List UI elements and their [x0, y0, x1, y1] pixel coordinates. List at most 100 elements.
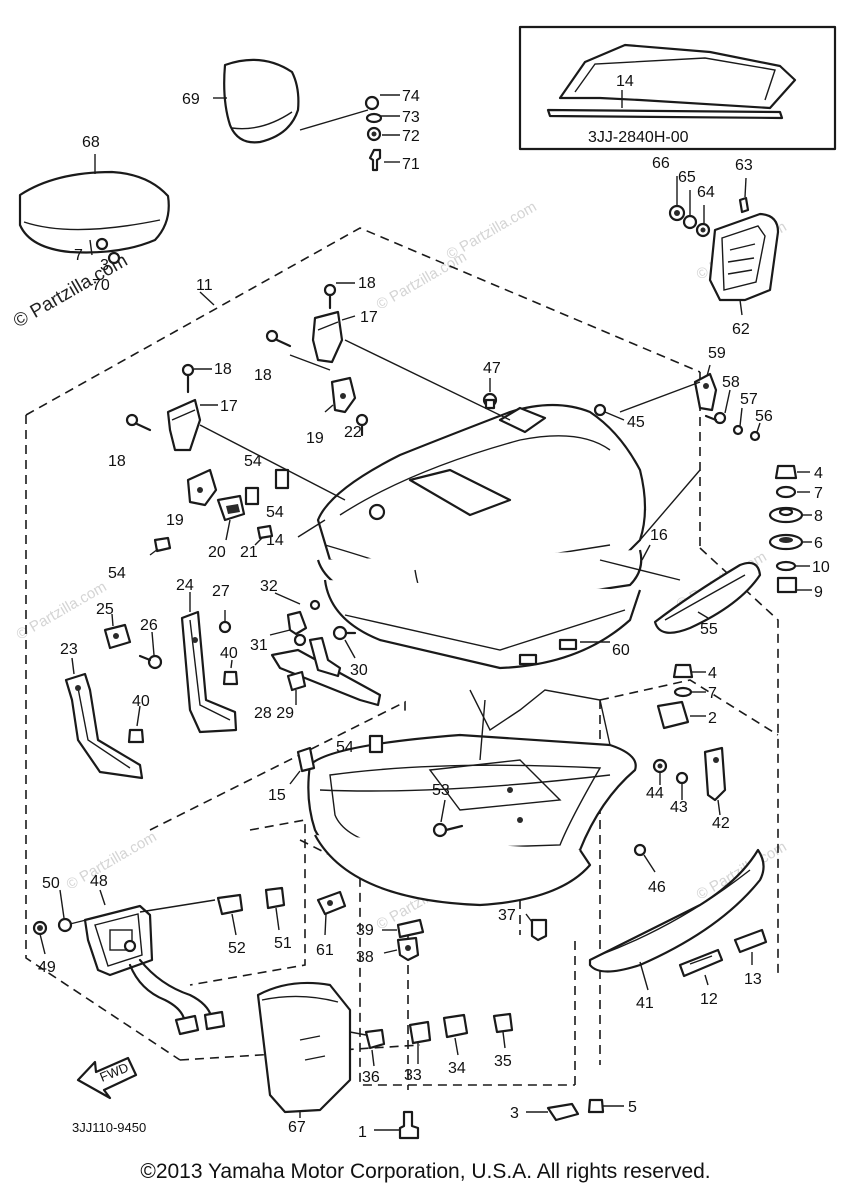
part-27-bolt: 27 [212, 583, 232, 634]
part-24-support-arm: 24 [176, 577, 238, 734]
callout-56: 56 [755, 408, 773, 425]
callout-62: 62 [732, 321, 750, 338]
parts-17-18-hinge-covers: 18 17 18 18 17 18 [108, 275, 378, 470]
callout-54: 54 [266, 504, 284, 521]
callout-18: 18 [254, 367, 272, 384]
callout-74: 74 [402, 88, 420, 105]
callout-37: 37 [498, 907, 516, 924]
parts-45-47-screws: 47 45 [482, 360, 645, 431]
callout-7: 7 [708, 685, 717, 702]
callout-20: 20 [208, 544, 226, 561]
part-60-lid-lower-rim: 60 [323, 579, 642, 670]
callout-72: 72 [402, 128, 420, 145]
parts-4-10-grommets: 4 7 8 6 10 9 [768, 464, 830, 601]
callout-23: 23 [60, 641, 78, 658]
part-67-cover: 67 [256, 981, 352, 1136]
callout-27: 27 [212, 583, 230, 600]
callout-25: 25 [96, 601, 114, 618]
callout-31: 31 [250, 637, 268, 654]
callout-40: 40 [220, 645, 238, 662]
copyright-notice: ©2013 Yamaha Motor Corporation, U.S.A. A… [140, 1160, 711, 1183]
callout-8: 8 [814, 508, 823, 525]
parts-33-36-latch-pins: 36 33 34 35 [349, 1012, 514, 1086]
callout-30: 30 [350, 662, 368, 679]
callout-64: 64 [697, 184, 715, 201]
callout-22: 22 [344, 424, 362, 441]
callout-61: 61 [316, 942, 334, 959]
parts-1-3-5-bottom-fasteners: 1 3 5 [358, 1098, 637, 1141]
callout-66: 66 [652, 155, 670, 172]
callout-10: 10 [812, 559, 830, 576]
part-54-clip-upper: 54 [336, 734, 384, 756]
callout-50: 50 [42, 875, 60, 892]
diagram-code: 3JJ110-9450 [72, 1120, 146, 1135]
parts-28-32-lock-lever: 32 31 30 28 29 [250, 578, 382, 722]
callout-7: 7 [74, 247, 83, 264]
parts-16-55-trim: 16 55 [641, 527, 762, 638]
parts-12-13-emblems: 12 13 [678, 928, 768, 1008]
inset-code: 3JJ-2840H-00 [588, 129, 689, 146]
callout-58: 58 [722, 374, 740, 391]
callout-24: 24 [176, 577, 194, 594]
callout-65: 65 [678, 169, 696, 186]
callout-11: 11 [196, 277, 213, 294]
parts-19-22-hinge-brackets: 19 22 19 [166, 376, 369, 529]
callout-67: 67 [288, 1119, 306, 1136]
part-61-plate: 61 [316, 890, 347, 959]
callout-9: 9 [814, 584, 823, 601]
callout-53: 53 [432, 782, 450, 799]
callout-59: 59 [708, 345, 726, 362]
callout-12: 12 [700, 991, 718, 1008]
parts-25-26-clamp: 25 26 [96, 601, 163, 670]
callout-1: 1 [358, 1124, 367, 1141]
parts-62-66-reflector: 66 65 64 63 62 [652, 155, 780, 338]
parts-38-39-lock: 39 38 [356, 918, 425, 966]
callout-18: 18 [108, 453, 126, 470]
callout-21: 21 [240, 544, 258, 561]
callout-17: 17 [220, 398, 238, 415]
callout-28-29: 28 29 [254, 705, 294, 722]
callout-51: 51 [274, 935, 292, 952]
watermark: © Partzilla.com [444, 198, 540, 263]
callout-35: 35 [494, 1053, 512, 1070]
part-68-seat-cushion: 68 7 3 70 [18, 134, 170, 294]
parts-40-grommets: 40 40 [127, 645, 239, 744]
parts-2-4-7-stopper: 4 7 2 [656, 663, 717, 730]
part-lower-case-body [307, 689, 637, 907]
callout-55: 55 [700, 621, 718, 638]
callout-6: 6 [814, 535, 823, 552]
callout-40: 40 [132, 693, 150, 710]
callout-15: 15 [268, 787, 286, 804]
callout-47: 47 [483, 360, 501, 377]
part-53-screw: 53 [432, 782, 464, 838]
callout-36: 36 [362, 1069, 380, 1086]
callout-38: 38 [356, 949, 374, 966]
parts-71-74-fasteners: 74 73 72 71 [364, 88, 420, 173]
callout-19: 19 [166, 512, 184, 529]
callout-54: 54 [108, 565, 126, 582]
watermark: © Partzilla.com [64, 828, 160, 893]
callout-63: 63 [735, 157, 753, 174]
part-15-latch: 15 [268, 746, 316, 804]
part-41-bumper-strip: 41 [588, 848, 765, 1012]
part-46-nut: 46 [633, 843, 666, 896]
callout-2: 2 [708, 710, 717, 727]
callout-45: 45 [627, 414, 645, 431]
parts-42-44-strap-bracket: 44 43 42 [646, 746, 730, 832]
callout-68: 68 [82, 134, 100, 151]
callout-4: 4 [708, 665, 717, 682]
parts-20-21-54-latch: 20 21 54 54 54 [108, 453, 290, 582]
callout-13: 13 [744, 971, 762, 988]
callout-14: 14 [616, 73, 634, 90]
callout-42: 42 [712, 815, 730, 832]
callout-17: 17 [360, 309, 378, 326]
callout-32: 32 [260, 578, 278, 595]
callout-71: 71 [402, 156, 420, 173]
callout-16: 16 [650, 527, 668, 544]
callout-18: 18 [214, 361, 232, 378]
callout-54: 54 [336, 739, 354, 756]
callout-4: 4 [814, 465, 823, 482]
callout-43: 43 [670, 799, 688, 816]
